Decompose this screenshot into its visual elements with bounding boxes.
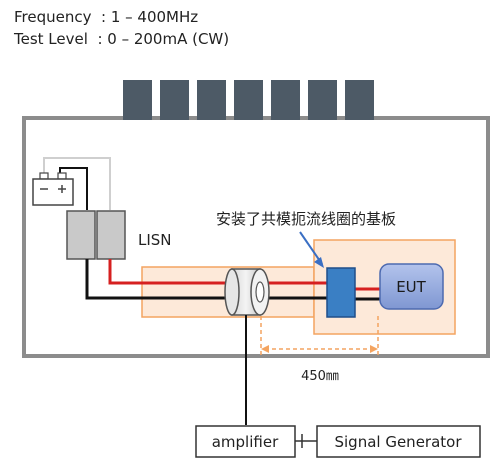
absorber-block — [345, 80, 374, 120]
dimension-arrow-right — [370, 345, 378, 353]
board-caption: 安装了共模扼流线圈的基板 — [216, 210, 396, 228]
caption-arrow-head — [314, 257, 324, 268]
battery-gray-wire — [43, 157, 111, 210]
absorber-block — [271, 80, 300, 120]
injection-probe — [224, 268, 270, 316]
eut-box — [379, 263, 444, 310]
eut-label: EUT — [396, 278, 426, 296]
lisn-unit-left — [66, 210, 96, 260]
caption-arrow-line — [299, 231, 323, 265]
choke-module — [326, 267, 356, 318]
absorber-block — [308, 80, 337, 120]
absorber-array — [123, 80, 374, 120]
battery-icon — [32, 172, 74, 206]
frequency-spec: Frequency : 1 – 400MHz — [14, 8, 199, 26]
amplifier-box — [195, 425, 296, 458]
lisn-unit-right — [96, 210, 126, 260]
absorber-block — [123, 80, 152, 120]
signal-generator-label: Signal Generator — [334, 433, 462, 451]
signal-generator-box — [316, 425, 481, 458]
absorber-block — [234, 80, 263, 120]
absorber-block — [197, 80, 226, 120]
lisn-label: LISN — [138, 231, 172, 249]
test-level-spec: Test Level : 0 – 200mA (CW) — [14, 30, 230, 48]
distance-label: 450㎜ — [301, 369, 339, 384]
dimension-arrow-left — [261, 345, 269, 353]
amplifier-label: amplifier — [212, 433, 279, 451]
absorber-block — [160, 80, 189, 120]
